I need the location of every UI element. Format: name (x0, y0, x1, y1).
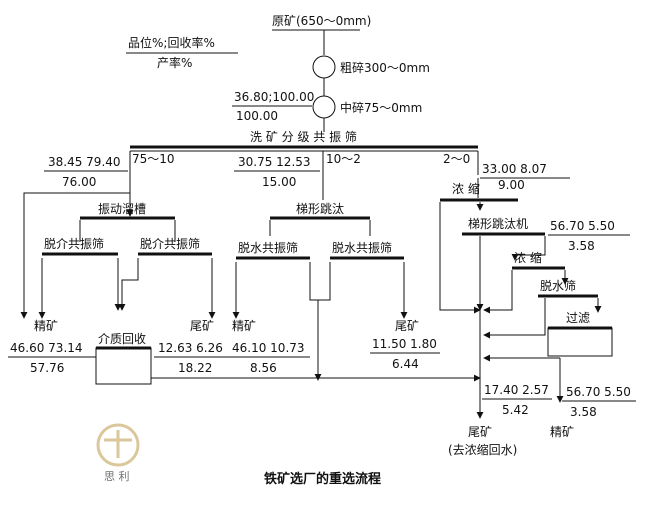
jig-2-values: 56.70 5.50 (550, 219, 615, 233)
feed-grade-recovery: 36.80;100.00 (234, 90, 314, 104)
thickening-2-overflow-arrow (483, 270, 513, 314)
watermark-text: 思 利 (104, 470, 130, 483)
conc-a-label: 精矿 (34, 319, 58, 333)
conc-b-yield: 8.56 (250, 361, 277, 375)
trapezoid-jig-1-label: 梯形跳汰 (296, 202, 344, 216)
medium-recovery-label: 介质回收 (98, 332, 146, 346)
fraction-1-grade: 38.45 79.40 (48, 155, 121, 169)
fraction-3-grade: 33.00 8.07 (482, 162, 547, 176)
tail-a-yield: 18.22 (178, 361, 212, 375)
dw-screen-1-water (309, 262, 318, 301)
tail-a-values: 12.63 6.26 (158, 341, 223, 355)
thickening-1-overflow-arrow (439, 202, 481, 314)
tail-b-yield: 6.44 (392, 357, 419, 371)
thickening-2-label: 浓 缩 (514, 250, 542, 265)
medium-recovery-box (95, 347, 152, 385)
tail-final-label: 尾矿 (468, 425, 492, 439)
tail-a-label: 尾矿 (190, 319, 214, 333)
conc-final-yield: 3.58 (570, 405, 597, 419)
tail-b-label: 尾矿 (395, 319, 419, 333)
screen-2-medium-arrow (118, 258, 139, 311)
conc-a-yield: 57.76 (30, 361, 64, 375)
figure-caption: 铁矿选厂的重选流程 (263, 471, 381, 487)
legend-line-2: 产率% (157, 55, 192, 70)
medium-crush-label: 中碎75～0mm (340, 100, 422, 115)
feed-label: 原矿(650～0mm) (272, 14, 371, 28)
tail-final-values: 17.40 2.57 (484, 383, 549, 397)
fraction-3-yield: 9.00 (498, 178, 525, 192)
jig-2-yield: 3.58 (568, 239, 595, 253)
medium-crusher-icon (312, 95, 336, 119)
thickening-1-label: 浓 缩 (452, 181, 480, 196)
conc-final-values: 56.70 5.50 (566, 385, 631, 399)
watermark-logo: 思 利 (96, 423, 140, 483)
tail-b-values: 11.50 1.80 (372, 337, 437, 351)
fraction-1-size: 75～10 (132, 152, 175, 166)
demedium-screen-2-label: 脱介共振筛 (140, 236, 200, 251)
jig-2-conc-arrow (511, 236, 546, 261)
conc-final-label: 精矿 (550, 425, 574, 439)
feed-yield: 100.00 (236, 109, 278, 123)
coarse-crusher-icon (312, 55, 336, 79)
dw-screen-2-water (318, 262, 331, 301)
dewatering-screen-3-label: 脱水筛 (540, 278, 576, 293)
conc-b-label: 精矿 (232, 319, 256, 333)
filtration-label: 过滤 (566, 311, 590, 325)
dewatering-screen-2-label: 脱水共振筛 (332, 240, 392, 255)
demedium-screen-1-label: 脱介共振筛 (44, 236, 104, 251)
legend-line-1: 品位%;回收率% (128, 35, 215, 50)
fraction-2-size: 10～2 (326, 152, 361, 166)
classifying-screen-label: 洗 矿 分 级 共 振 筛 (250, 129, 357, 144)
tail-final-yield: 5.42 (502, 403, 529, 417)
fraction-3-size: 2～0 (443, 152, 470, 166)
dewatering-screen-1-label: 脱水共振筛 (238, 240, 298, 255)
dw-screen-3-water-arrow (483, 298, 546, 339)
trapezoid-jig-2-label: 梯形跳汰机 (468, 217, 528, 231)
filtration-box (547, 327, 613, 357)
tail-final-note: (去浓缩回水) (448, 442, 517, 457)
conc-a-values: 46.60 73.14 (10, 341, 83, 355)
vibrating-sluice-label: 振动溜槽 (98, 201, 146, 216)
coarse-crush-label: 粗碎300～0mm (340, 60, 430, 75)
fraction-1-bypass-arrow (20, 178, 131, 319)
fraction-1-yield: 76.00 (62, 175, 96, 189)
conc-b-values: 46.10 10.73 (232, 341, 305, 355)
fraction-2-grade: 30.75 12.53 (238, 155, 311, 169)
fraction-2-yield: 15.00 (262, 175, 296, 189)
